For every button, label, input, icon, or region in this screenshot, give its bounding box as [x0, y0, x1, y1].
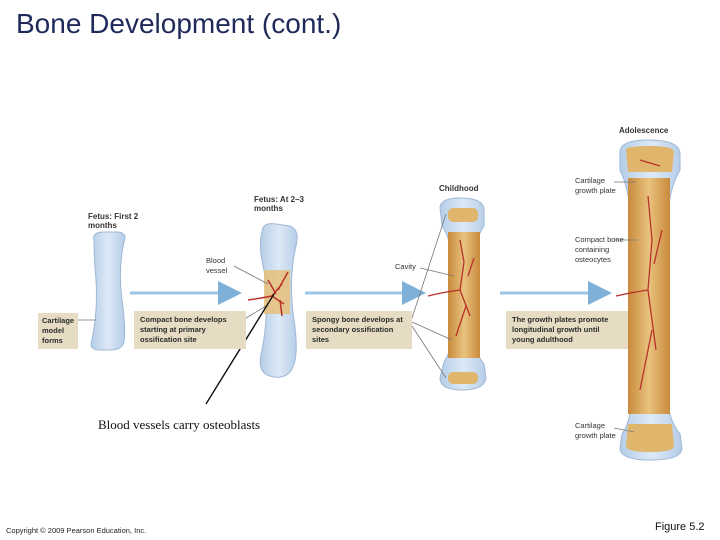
osteoblast-caption: Blood vessels carry osteoblasts: [98, 417, 261, 432]
childhood-vessels: [427, 239, 475, 337]
box-cartilage-model: Cartilage model forms: [38, 313, 78, 349]
box-compact-bone: Compact bone develops starting at primar…: [134, 311, 246, 349]
cartilage-model-bone: [90, 231, 126, 351]
blood-vessel-network: [247, 271, 289, 317]
label-growth-plate-top: Cartilage growth plate: [575, 176, 616, 195]
leader-lines: [78, 181, 638, 433]
box-growth-plates: The growth plates promote longitudinal g…: [506, 311, 628, 349]
figure-number: Figure 5.2: [655, 521, 705, 533]
osteoblast-pointer: [205, 293, 275, 405]
label-compact-bone-osteocytes: Compact bone containing osteocytes: [575, 235, 624, 264]
label-growth-plate-bottom: Cartilage growth plate: [575, 421, 616, 440]
adolescent-epiphysis-bottom: [626, 424, 674, 452]
slide-title: Bone Development (cont.): [16, 8, 342, 39]
label-cavity: Cavity: [395, 262, 416, 271]
upper-secondary-ossification: [448, 208, 478, 222]
stage-label-first-months: Fetus: First 2 months: [88, 212, 139, 230]
stage-label-adolescence: Adolescence: [619, 126, 669, 135]
adolescent-epiphysis-top: [626, 146, 674, 172]
childhood-bone: [427, 197, 487, 391]
adolescent-vessels: [615, 159, 663, 391]
copyright-notice: Copyright © 2009 Pearson Education, Inc.: [6, 526, 147, 535]
primary-ossification-bone: [247, 223, 298, 378]
adolescent-bone: [615, 139, 683, 461]
stage-label-childhood: Childhood: [439, 184, 479, 193]
lower-secondary-ossification: [448, 372, 478, 384]
diaphysis-bone: [448, 232, 480, 358]
stage-label-two-three-months: Fetus: At 2–3 months: [254, 195, 304, 213]
label-blood-vessel: Blood vessel: [206, 256, 228, 275]
box-spongy-bone: Spongy bone develops at secondary ossifi…: [306, 311, 412, 349]
